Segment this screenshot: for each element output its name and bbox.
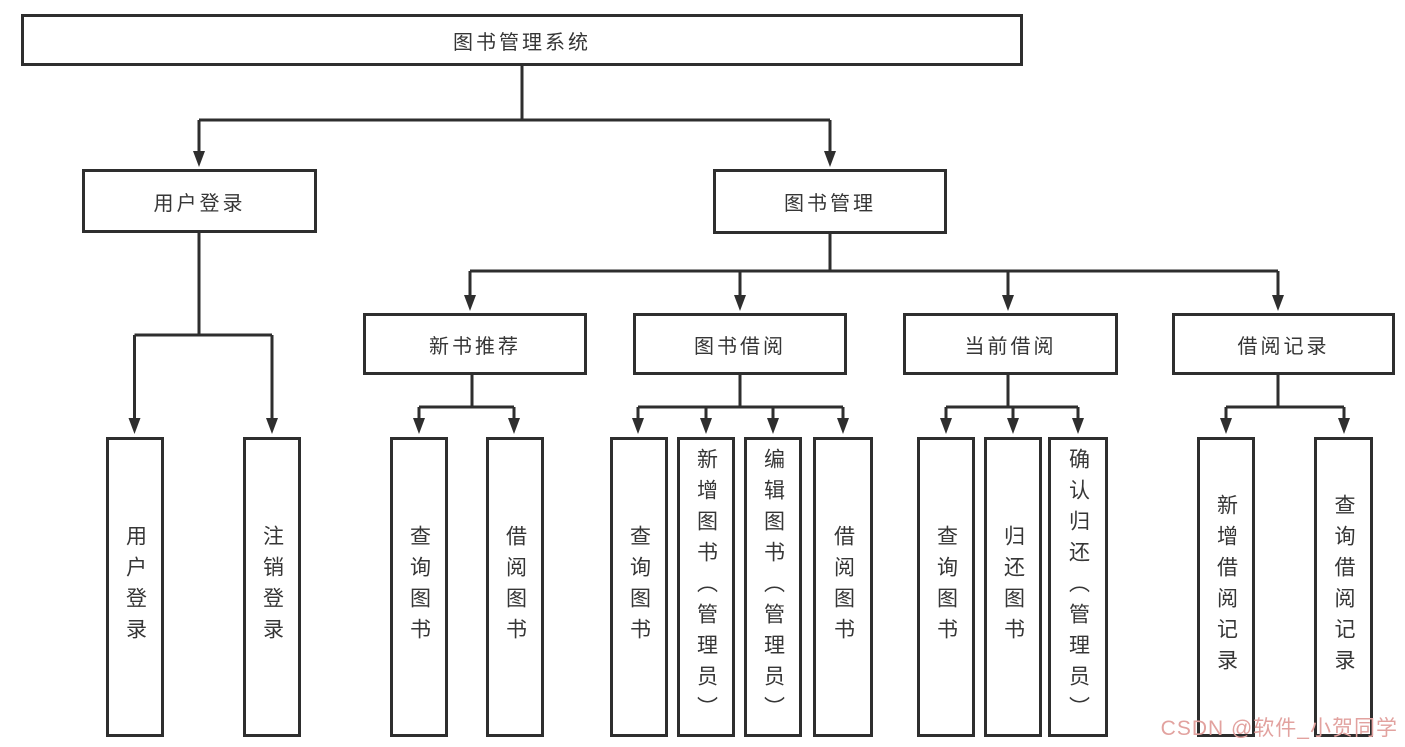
csdn-watermark: CSDN @软件_小贺同学	[1160, 717, 1398, 740]
leaf-add-books-admin: 新增图书（管理员）	[677, 437, 735, 737]
node-label: 查询图书	[407, 525, 431, 649]
leaf-query-books-recommend: 查询图书	[390, 437, 448, 737]
node-label: 新增借阅记录	[1214, 494, 1238, 680]
node-label: 图书管理系统	[453, 31, 591, 54]
node-label: 当前借阅	[964, 335, 1057, 358]
node-label: 注销登录	[260, 525, 284, 649]
leaf-query-borrow-record: 查询借阅记录	[1314, 437, 1373, 737]
leaf-user-login: 用户登录	[106, 437, 164, 737]
node-label: 归还图书	[1001, 525, 1025, 649]
node-book-management: 图书管理	[713, 169, 947, 234]
node-label: 查询图书	[627, 525, 651, 649]
node-label: 借阅图书	[831, 525, 855, 649]
node-label: 查询借阅记录	[1332, 494, 1355, 680]
node-user-login: 用户登录	[82, 169, 317, 233]
node-library-management-system: 图书管理系统	[21, 14, 1023, 66]
leaf-add-borrow-record: 新增借阅记录	[1197, 437, 1255, 737]
node-label: 借阅图书	[503, 525, 527, 649]
node-label: 图书借阅	[694, 335, 786, 358]
node-borrow-records: 借阅记录	[1172, 313, 1395, 375]
node-label: 用户登录	[123, 525, 147, 649]
leaf-borrow-books-recommend: 借阅图书	[486, 437, 544, 737]
node-book-borrow: 图书借阅	[633, 313, 847, 375]
node-new-book-recommend: 新书推荐	[363, 313, 587, 375]
leaf-query-books-borrow: 查询图书	[610, 437, 668, 737]
node-label: 新书推荐	[429, 335, 521, 358]
leaf-edit-books-admin: 编辑图书（管理员）	[744, 437, 802, 737]
node-label: 图书管理	[784, 193, 876, 215]
node-current-borrow: 当前借阅	[903, 313, 1118, 375]
leaf-query-books-current: 查询图书	[917, 437, 975, 737]
node-label: 新增图书（管理员）	[694, 447, 718, 727]
node-label: 用户登录	[153, 192, 246, 215]
leaf-borrow-books: 借阅图书	[813, 437, 873, 737]
leaf-confirm-return-admin: 确认归还（管理员）	[1048, 437, 1108, 737]
leaf-return-books: 归还图书	[984, 437, 1042, 737]
node-label: 查询图书	[934, 525, 958, 649]
leaf-logout: 注销登录	[243, 437, 301, 737]
node-label: 编辑图书（管理员）	[761, 447, 785, 727]
node-label: 确认归还（管理员）	[1066, 447, 1090, 727]
node-label: 借阅记录	[1237, 335, 1330, 358]
